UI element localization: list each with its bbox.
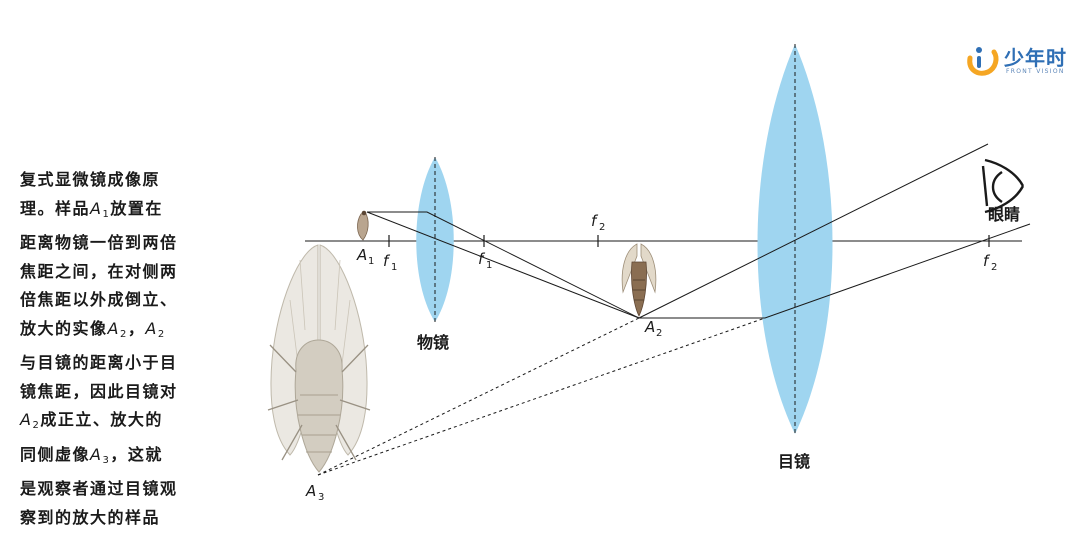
desc-line: 理。样品A1放置在	[20, 198, 163, 220]
eye-icon	[981, 158, 1025, 214]
label-f1-right-sub: 1	[486, 260, 492, 271]
desc-line: 镜焦距，因此目镜对	[20, 381, 178, 401]
desc-line: 倍焦距以外成倒立、	[20, 290, 178, 309]
eyepiece-lens	[757, 44, 833, 434]
virtual-rays	[317, 317, 766, 476]
description-text: 复式显微镜成像原 理。样品A1放置在 距离物镜一倍到两倍 焦距之间，在对侧两 倍…	[20, 166, 200, 532]
desc-line: 同侧虚像A3，这就	[20, 444, 163, 466]
desc-line: 放大的实像A2，A2	[20, 318, 166, 340]
desc-line: 距离物镜一倍到两倍	[20, 233, 178, 252]
label-f2-right-sub: 2	[991, 262, 997, 273]
desc-line: 焦距之间，在对侧两	[20, 261, 178, 281]
label-a2-sub: 2	[656, 328, 662, 339]
label-eye: 眼睛	[988, 205, 1020, 224]
label-a2: A	[644, 318, 655, 336]
desc-line: 与目镜的距离小于目	[20, 353, 178, 372]
label-eyepiece: 目镜	[778, 452, 810, 471]
label-f2-top-sub: 2	[599, 222, 605, 233]
label-objective: 物镜	[417, 333, 449, 352]
label-f2-right: f	[983, 252, 991, 270]
cicada-real-image-a2	[621, 243, 657, 317]
cicada-virtual-image-a3	[267, 244, 371, 473]
light-rays	[366, 143, 1031, 319]
brand-logo: 少年时 FRONT VISION	[962, 40, 1074, 80]
logo-brand-text: 少年时	[1004, 46, 1067, 70]
desc-line: 复式显微镜成像原	[20, 170, 161, 189]
label-a3-sub: 3	[318, 492, 324, 503]
label-f2-top: f	[591, 212, 599, 230]
logo-mark	[967, 47, 999, 76]
label-f1-left-sub: 1	[391, 262, 397, 273]
cicada-specimen-a1	[357, 210, 369, 241]
label-a1: A	[356, 246, 367, 264]
objective-lens	[416, 157, 454, 322]
logo-sub-text: FRONT VISION	[1006, 68, 1065, 75]
label-a1-sub: 1	[368, 256, 374, 267]
desc-line: 是观察者通过目镜观	[20, 479, 178, 498]
desc-line: A2成正立、放大的	[20, 410, 163, 431]
label-f1-right: f	[478, 250, 486, 268]
desc-line: 察到的放大的样品	[20, 507, 161, 527]
label-f1-left: f	[383, 252, 391, 270]
label-a3: A	[305, 482, 316, 500]
